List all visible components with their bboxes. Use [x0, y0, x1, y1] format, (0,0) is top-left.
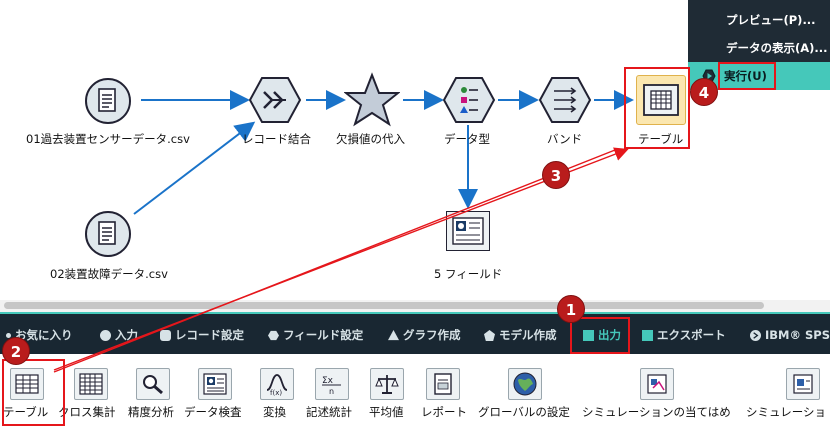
statistics-icon: Σxn — [322, 376, 341, 396]
merge-icon — [248, 77, 302, 123]
transform-icon: f(x) — [266, 374, 288, 396]
tab-ibm-spss[interactable]: IBM® SPSS S — [750, 314, 830, 356]
palette-report-label: レポート — [421, 405, 467, 419]
simulation-fit-icon — [647, 374, 667, 394]
favorites-icon — [6, 332, 11, 338]
tab-export[interactable]: エクスポート — [642, 314, 726, 356]
node-label-type: データ型 — [444, 132, 490, 146]
highlight-table-node — [624, 67, 690, 149]
palette-table-node[interactable] — [10, 368, 44, 400]
palette-transform-label: 変換 — [263, 405, 286, 419]
palette-sim-eval-label: シミュレーショ — [746, 405, 827, 419]
palette-data-audit-node[interactable] — [198, 368, 232, 400]
node-label-table: テーブル — [638, 132, 684, 146]
menu-item-preview[interactable]: プレビュー(P)... — [726, 13, 816, 27]
palette-analysis-label: 精度分析 — [128, 405, 174, 419]
crosstab-icon — [79, 373, 103, 395]
tab-input-label: 入力 — [115, 328, 138, 342]
svg-text:Σx: Σx — [322, 376, 334, 386]
field-ops-icon — [268, 330, 279, 340]
highlight-run-menu-item — [718, 62, 776, 90]
simulation-evaluation-icon — [793, 374, 813, 394]
step-badge-4: 4 — [690, 78, 718, 106]
node-label-file2: 02装置故障データ.csv — [50, 267, 168, 281]
step-badge-3: 3 — [542, 161, 570, 189]
data-audit-icon — [203, 373, 227, 395]
magnifier-icon — [143, 375, 163, 395]
node-label-fields: 5 フィールド — [434, 267, 503, 281]
palette-statistics-label: 記述統計 — [306, 405, 352, 419]
graphs-icon — [388, 329, 399, 340]
palette-tab-bar: お気に入り 入力 レコード設定 フィールド設定 グラフ作成 モデル作成 出力 エ… — [0, 312, 830, 354]
tab-record-ops-label: レコード設定 — [175, 328, 244, 342]
palette-global-settings-node[interactable] — [508, 368, 542, 400]
modeling-icon — [484, 329, 495, 341]
merge-node[interactable] — [248, 76, 302, 124]
tab-field-ops[interactable]: フィールド設定 — [268, 314, 363, 356]
tab-graphs-label: グラフ作成 — [403, 328, 461, 342]
source-node-file2[interactable] — [84, 210, 132, 258]
palette-transform-node[interactable]: f(x) — [260, 368, 294, 400]
table-icon — [15, 374, 39, 394]
table-icon — [643, 84, 679, 116]
scrollbar-thumb[interactable] — [4, 302, 764, 309]
tab-graphs[interactable]: グラフ作成 — [388, 314, 461, 356]
palette-crosstab-label: クロス集計 — [58, 405, 116, 419]
file-source-icon — [85, 211, 131, 257]
menu-item-run[interactable]: 実行(U) — [688, 62, 830, 90]
node-label-file1: 01過去装置センサーデータ.csv — [26, 132, 190, 146]
palette-crosstab-node[interactable] — [74, 368, 108, 400]
tab-export-label: エクスポート — [657, 328, 726, 342]
table-output-node[interactable] — [636, 75, 686, 125]
palette-analysis-node[interactable] — [136, 368, 170, 400]
tab-field-ops-label: フィールド設定 — [283, 328, 364, 342]
source-node-file1[interactable] — [84, 77, 132, 125]
input-icon — [100, 329, 111, 341]
tab-input[interactable]: 入力 — [100, 314, 138, 356]
record-ops-icon — [160, 329, 171, 341]
context-menu: プレビュー(P)... データの表示(A)... 実行(U) — [688, 0, 830, 90]
highlight-table-palette-node — [2, 359, 65, 426]
tab-modeling-label: モデル作成 — [499, 328, 557, 342]
menu-item-view-data[interactable]: データの表示(A)... — [726, 41, 828, 55]
palette-sim-fit-label: シミュレーションの当てはめ — [582, 405, 731, 419]
impute-node[interactable] — [344, 72, 400, 128]
report-icon — [434, 373, 452, 395]
step-badge-1: 1 — [557, 295, 585, 323]
canvas-horizontal-scrollbar[interactable] — [0, 300, 830, 312]
band-node[interactable] — [538, 76, 592, 124]
spss-icon — [750, 329, 761, 341]
type-node[interactable] — [442, 76, 496, 124]
tab-record-ops[interactable]: レコード設定 — [160, 314, 244, 356]
band-icon — [538, 77, 592, 123]
palette-sim-fit-node[interactable] — [640, 368, 674, 400]
node-label-merge: レコード結合 — [242, 132, 311, 146]
svg-text:n: n — [329, 387, 334, 396]
scales-icon — [375, 375, 399, 394]
tab-ibm-spss-label: IBM® SPSS S — [765, 328, 830, 342]
node-label-impute: 欠損値の代入 — [336, 132, 405, 146]
menu-item-run-label: 実行(U) — [724, 69, 767, 83]
star-icon — [344, 72, 400, 127]
globe-icon — [513, 372, 537, 396]
palette-report-node[interactable] — [426, 368, 460, 400]
highlight-output-tab — [570, 317, 630, 354]
palette-data-audit-label: データ検査 — [184, 405, 242, 419]
export-icon — [642, 329, 653, 341]
palette-table-label: テーブル — [3, 405, 49, 419]
node-label-band: バンド — [547, 132, 583, 146]
step-badge-2: 2 — [2, 337, 30, 365]
data-audit-icon — [452, 217, 484, 245]
palette-means-label: 平均値 — [369, 405, 404, 419]
palette-global-settings-label: グローバルの設定 — [478, 405, 570, 419]
svg-text:f(x): f(x) — [270, 389, 282, 396]
type-icon — [442, 77, 496, 123]
palette-sim-eval-node[interactable] — [786, 368, 820, 400]
audit-output-node[interactable] — [446, 211, 490, 251]
file-source-icon — [85, 78, 131, 124]
tab-modeling[interactable]: モデル作成 — [484, 314, 557, 356]
palette-means-node[interactable] — [370, 368, 404, 400]
